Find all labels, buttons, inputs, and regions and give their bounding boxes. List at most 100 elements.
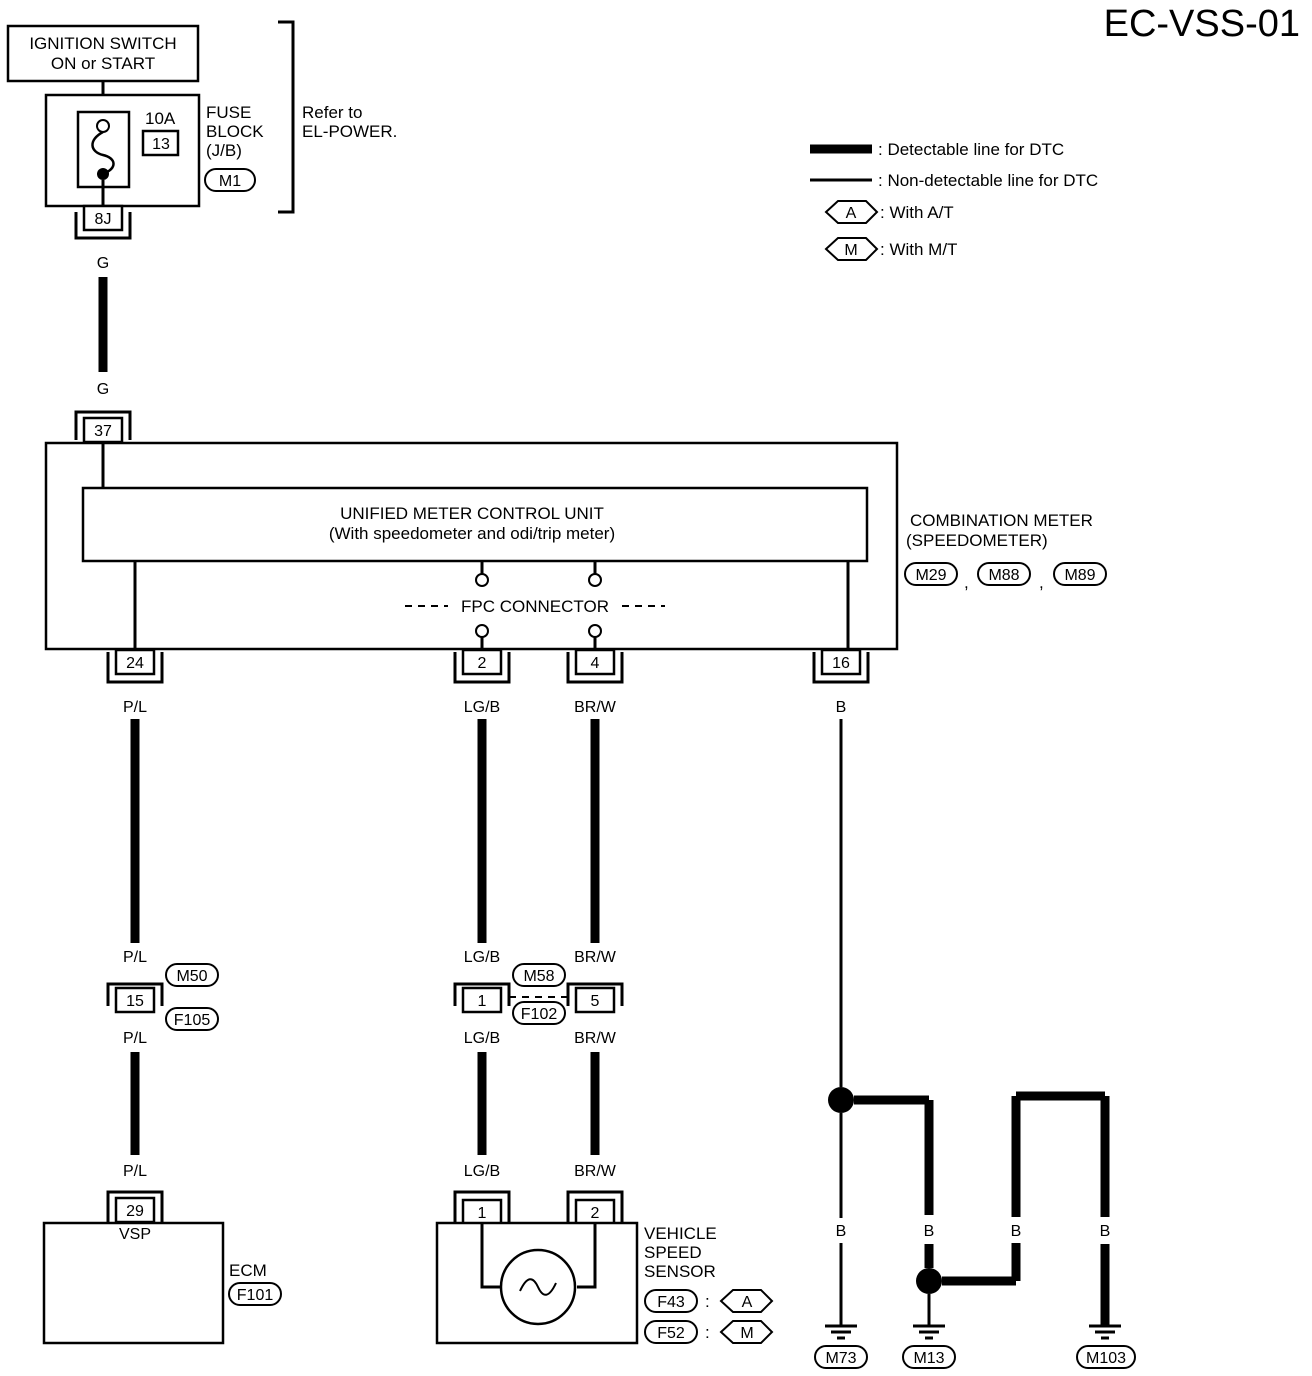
sensor-pin-2: 2	[591, 1205, 600, 1222]
ecm-box	[42, 1221, 225, 1345]
refer-line1: Refer to	[302, 103, 362, 122]
meter-connector-2: M88	[988, 567, 1019, 584]
legend-at-symbol	[824, 200, 879, 224]
ground-m13-icon	[913, 1324, 945, 1340]
ecm-signal: VSP	[119, 1226, 151, 1243]
ground-m13: M13	[913, 1350, 944, 1367]
inline-pin-5: 5	[591, 993, 600, 1010]
ignition-switch: IGNITION SWITCH ON or START	[6, 24, 200, 83]
fuse-label-3: (J/B)	[206, 141, 242, 160]
sensor-at: A	[742, 1294, 753, 1311]
fuse-amp: 10A	[145, 109, 176, 128]
ignition-line2: ON or START	[51, 54, 155, 73]
fpc-connector-label: FPC CONNECTOR	[461, 597, 609, 616]
sensor-colon-mt: :	[705, 1323, 710, 1342]
connector-24: 24	[106, 648, 164, 684]
wire-brw-4: BR/W	[574, 1163, 617, 1180]
connector-f105: F105	[174, 1012, 211, 1029]
meter-connector-3: M89	[1064, 567, 1095, 584]
meter-label-1: COMBINATION METER	[910, 511, 1093, 530]
connector-1-inline: 1	[453, 982, 511, 1014]
meter-comma-2: ,	[1039, 573, 1044, 592]
legend-mt-letter: M	[844, 242, 857, 259]
pin-15: 15	[126, 993, 144, 1010]
connector-29: 29	[106, 1190, 164, 1224]
diagram-id: EC-VSS-01	[1104, 3, 1300, 45]
sensor-mt: M	[740, 1325, 753, 1342]
sensor-label-2: SPEED	[644, 1243, 702, 1262]
wire-brw-3: BR/W	[574, 1030, 617, 1047]
meter-connector-1: M29	[915, 567, 946, 584]
wire-lgb-2: LG/B	[464, 949, 500, 966]
ground-m103-icon	[1089, 1324, 1121, 1340]
wire-g-top: G	[97, 255, 109, 272]
refer-line2: EL-POWER.	[302, 122, 397, 141]
fuse-label-2: BLOCK	[206, 122, 264, 141]
legend-non-detectable-text: : Non-detectable line for DTC	[878, 171, 1098, 190]
connector-37: 37	[74, 410, 132, 444]
wire-g-bottom: G	[97, 381, 109, 398]
legend: : Detectable line for DTC : Non-detectab…	[810, 140, 1098, 261]
connector-2: 2	[453, 648, 511, 684]
fuse-number: 13	[152, 136, 170, 153]
pin-16: 16	[832, 655, 850, 672]
ground-m73: M73	[825, 1350, 856, 1367]
connector-16: 16	[812, 648, 870, 684]
inline-pin-1: 1	[478, 993, 487, 1010]
ignition-line1: IGNITION SWITCH	[29, 34, 176, 53]
fuse-icon	[91, 130, 115, 176]
ecm-connector: F101	[237, 1287, 274, 1304]
wire-brw-1: BR/W	[574, 699, 617, 716]
connector-m50: M50	[176, 968, 207, 985]
connector-f102: F102	[521, 1006, 558, 1023]
connector-m58: M58	[523, 968, 554, 985]
combination-meter: UNIFIED METER CONTROL UNIT (With speedom…	[44, 441, 899, 651]
fuse-label-1: FUSE	[206, 103, 251, 122]
ecm-terminal: 29	[126, 1203, 144, 1220]
connector-5-inline: 5	[566, 982, 624, 1014]
meter-label-2: (SPEEDOMETER)	[906, 531, 1048, 550]
wire-b-4: B	[1011, 1223, 1022, 1240]
splice-1	[828, 1087, 854, 1113]
sensor-colon-at: :	[705, 1292, 710, 1311]
legend-mt-text: : With M/T	[880, 240, 957, 259]
wire-lgb-1: LG/B	[464, 699, 500, 716]
ground-m73-icon	[825, 1324, 857, 1340]
wire-b-3: B	[924, 1223, 935, 1240]
connector-8j: 8J	[74, 204, 132, 240]
legend-mt-symbol	[824, 237, 879, 261]
wire-pl-4: P/L	[123, 1163, 147, 1180]
wire-pl-2: P/L	[123, 949, 147, 966]
sensor-pin-1: 1	[478, 1205, 487, 1222]
legend-detectable-text: : Detectable line for DTC	[878, 140, 1064, 159]
sensor-connector-at: F43	[657, 1294, 685, 1311]
ecm-label: ECM	[229, 1261, 267, 1280]
splice-2	[916, 1268, 942, 1294]
legend-at-letter: A	[846, 205, 857, 222]
wire-b-1: B	[836, 699, 847, 716]
legend-at-text: : With A/T	[880, 203, 954, 222]
meter-power-terminal: 37	[94, 423, 112, 440]
sensor-connector-mt: F52	[657, 1325, 685, 1342]
fuse-block: 10A 13	[44, 93, 201, 208]
pin-2: 2	[478, 655, 487, 672]
refer-bracket	[278, 20, 295, 214]
connector-15: 15	[106, 982, 164, 1014]
sensor-label-1: VEHICLE	[644, 1224, 717, 1243]
wire-b-2: B	[836, 1223, 847, 1240]
pin-24: 24	[126, 655, 144, 672]
vehicle-speed-sensor	[435, 1221, 639, 1345]
wire-brw-2: BR/W	[574, 949, 617, 966]
wire-pl-3: P/L	[123, 1030, 147, 1047]
meter-comma-1: ,	[964, 573, 969, 592]
connector-4: 4	[566, 648, 624, 684]
wire-pl-1: P/L	[123, 699, 147, 716]
unit-line2: (With speedometer and odi/trip meter)	[329, 524, 615, 543]
unit-line1: UNIFIED METER CONTROL UNIT	[340, 504, 604, 523]
fuse-terminal: 8J	[95, 211, 112, 228]
ground-m103: M103	[1086, 1350, 1126, 1367]
fuse-connector: M1	[219, 173, 241, 190]
wire-lgb-3: LG/B	[464, 1030, 500, 1047]
wire-b-5: B	[1100, 1223, 1111, 1240]
wire-lgb-4: LG/B	[464, 1163, 500, 1180]
